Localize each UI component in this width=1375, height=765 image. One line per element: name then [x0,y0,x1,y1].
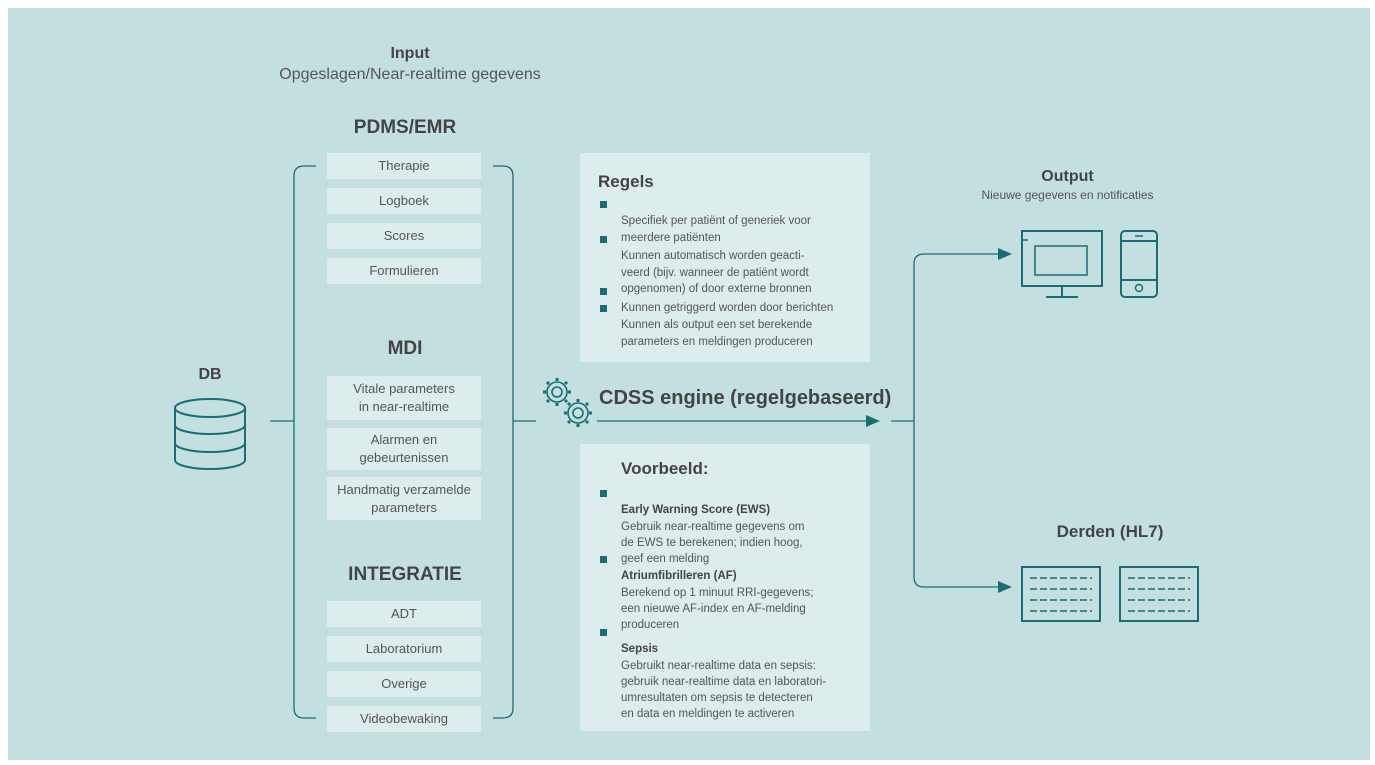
engine-label: CDSS engine (regelgebaseerd) [599,387,892,409]
output-title: Output [1041,168,1094,185]
bullet-marker [600,288,607,295]
output-branch-lines [913,253,1000,588]
regels-item-text: Kunnen automatisch worden geacti- veerd … [621,250,812,295]
derden-title: Derden (HL7) [1056,522,1164,541]
bullet-marker [600,201,607,208]
bullet-marker [600,556,607,563]
mdi-item-alarmen: Alarmen en gebeurtenissen [327,428,481,470]
voorbeeld-item-af: Atriumfibrilleren (AF) Berekend op 1 minu… [600,552,814,650]
regels-panel [580,153,870,362]
regels-item-text: Kunnen als output een set berekende para… [621,319,813,348]
voorbeeld-item-text: Berekend op 1 minuut RRI-gegevens; een n… [621,586,814,632]
integratie-item-videobewaking: Videobewaking [327,706,481,732]
document-icon [1021,566,1199,622]
pdms-item-formulieren: Formulieren [327,258,481,284]
database-icon [174,398,246,470]
input-title: Input [390,45,430,62]
mdi-item-vitale-parameters: Vitale parameters in near-realtime [327,376,481,420]
bullet-marker [600,305,607,312]
mdi-item-handmatig: Handmatig verzamelde parameters [327,477,481,520]
voorbeeld-item-title: Atriumfibrilleren (AF) [621,570,737,583]
gears-icon [543,378,592,427]
output-header: Output Nieuwe gegevens en notificaties [940,167,1195,203]
pdms-item-logboek: Logboek [327,188,481,214]
voorbeeld-item-text: Gebruikt near-realtime data en sepsis: g… [621,659,827,721]
regels-item-text: Kunnen getriggerd worden door berichten [621,302,834,315]
left-bracket [293,165,316,719]
regels-item: Kunnen automatisch worden geacti- veerd … [600,232,812,297]
regels-title: Regels [598,172,654,191]
db-label: DB [198,366,222,383]
pdms-title: PDMS/EMR [353,117,457,138]
regels-item: Specifiek per patiënt of generiek voor m… [600,197,811,246]
monitor-icon [1021,230,1103,298]
voorbeeld-item-title: Early Warning Score (EWS) [621,504,771,517]
regels-item: Kunnen als output een set berekende para… [600,301,813,350]
voorbeeld-title: Voorbeeld: [621,459,709,478]
bullet-marker [600,629,607,636]
regels-item-text: Specifiek per patiënt of generiek voor m… [621,215,811,244]
pdms-item-scores: Scores [327,223,481,249]
derden-arrow-head [998,581,1012,593]
input-header: Input Opgeslagen/Near-realtime gegevens [200,44,620,86]
bullet-marker [600,490,607,497]
smartphone-icon [1120,230,1158,298]
voorbeeld-item-title: Sepsis [621,643,659,656]
integratie-title: INTEGRATIE [348,564,462,585]
bullet-marker [600,236,607,243]
integratie-item-overige: Overige [327,671,481,697]
pdms-item-therapie: Therapie [327,153,481,179]
voorbeeld-panel [580,444,870,731]
voorbeeld-item-ews: Early Warning Score (EWS) Gebruik near-re… [600,486,805,584]
regels-item: Kunnen getriggerd worden door berichten [600,284,834,317]
input-subtitle: Opgeslagen/Near-realtime gegevens [279,66,541,83]
integratie-item-laboratorium: Laboratorium [327,636,481,662]
right-bracket [493,165,514,719]
mdi-title: MDI [387,338,423,359]
integratie-item-adt: ADT [327,601,481,627]
voorbeeld-item-text: Gebruik near-realtime gegevens om de EWS… [621,520,805,566]
output-subtitle: Nieuwe gegevens en notificaties [981,188,1154,202]
output-arrow-head [998,248,1012,260]
engine-arrow-head [866,415,880,427]
